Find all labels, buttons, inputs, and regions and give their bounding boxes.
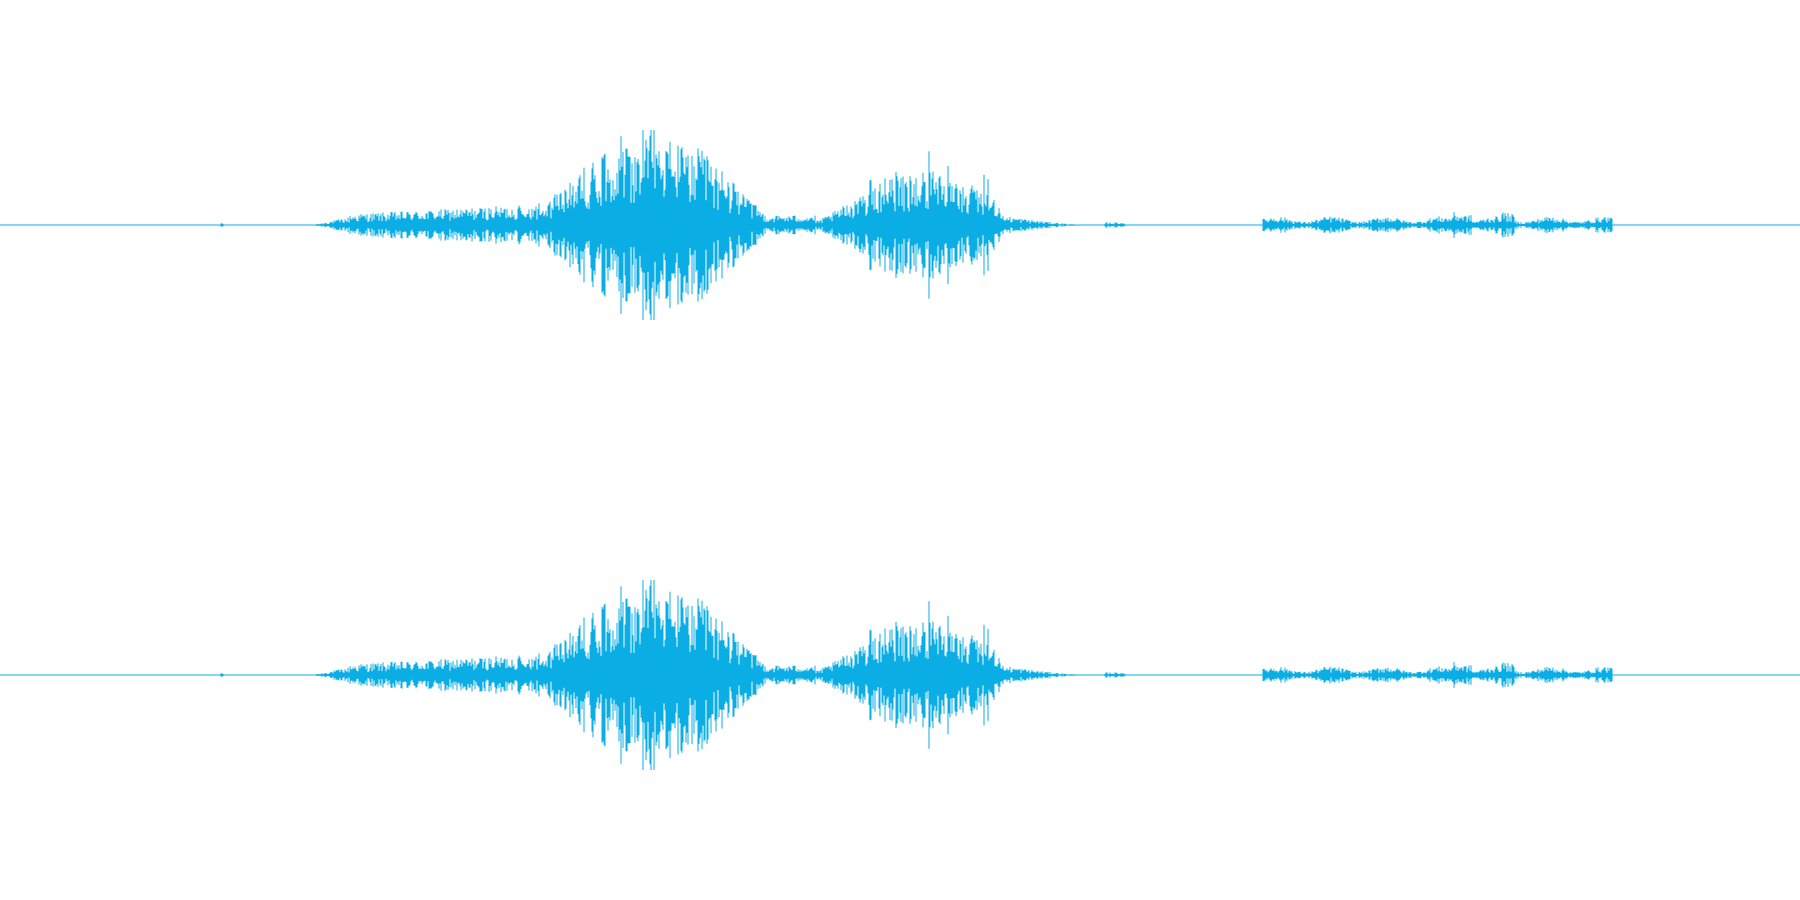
channel-1-waveform [220, 130, 1613, 320]
waveform-channel-2 [0, 580, 1800, 770]
channel-2-waveform [220, 580, 1613, 770]
waveform-channel-1 [0, 130, 1800, 320]
